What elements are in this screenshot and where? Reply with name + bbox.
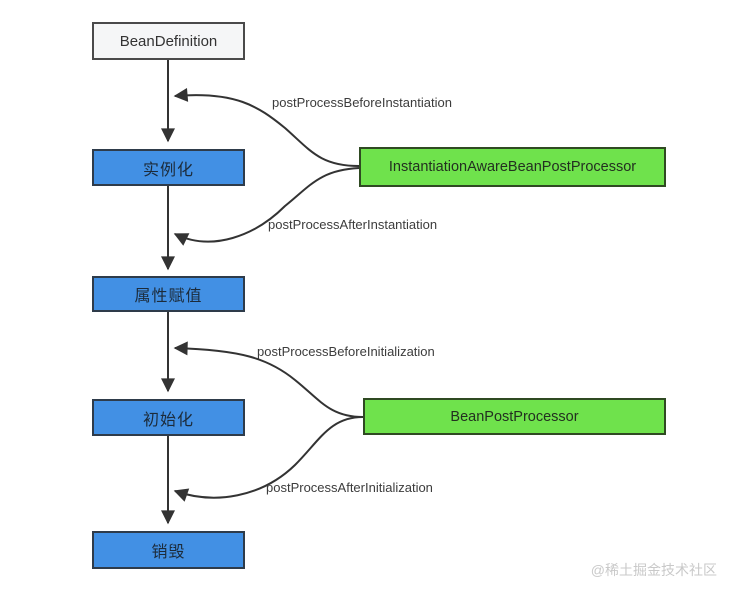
edge-before-initialization	[173, 341, 364, 418]
watermark: @稀土掘金技术社区	[590, 562, 717, 578]
node-initialization: 初始化	[92, 399, 245, 436]
edge-label-before-initialization: postProcessBeforeInitialization	[257, 344, 435, 359]
node-instantiation-aware-bean-post-processor: InstantiationAwareBeanPostProcessor	[359, 147, 666, 187]
edge-label-after-initialization: postProcessAfterInitialization	[266, 480, 433, 495]
edge-label-before-instantiation: postProcessBeforeInstantiation	[272, 95, 452, 110]
edge-before-instantiation	[173, 87, 360, 167]
edge-after-instantiation	[173, 167, 360, 246]
edge-label-after-instantiation: postProcessAfterInstantiation	[268, 217, 438, 232]
node-destroy: 销毁	[92, 531, 245, 569]
node-bean-post-processor: BeanPostProcessor	[363, 398, 666, 435]
node-property-assignment: 属性赋值	[92, 276, 245, 312]
node-bean-definition: BeanDefinition	[92, 22, 245, 60]
node-instantiation: 实例化	[92, 149, 245, 186]
edge-after-initialization	[173, 416, 364, 502]
